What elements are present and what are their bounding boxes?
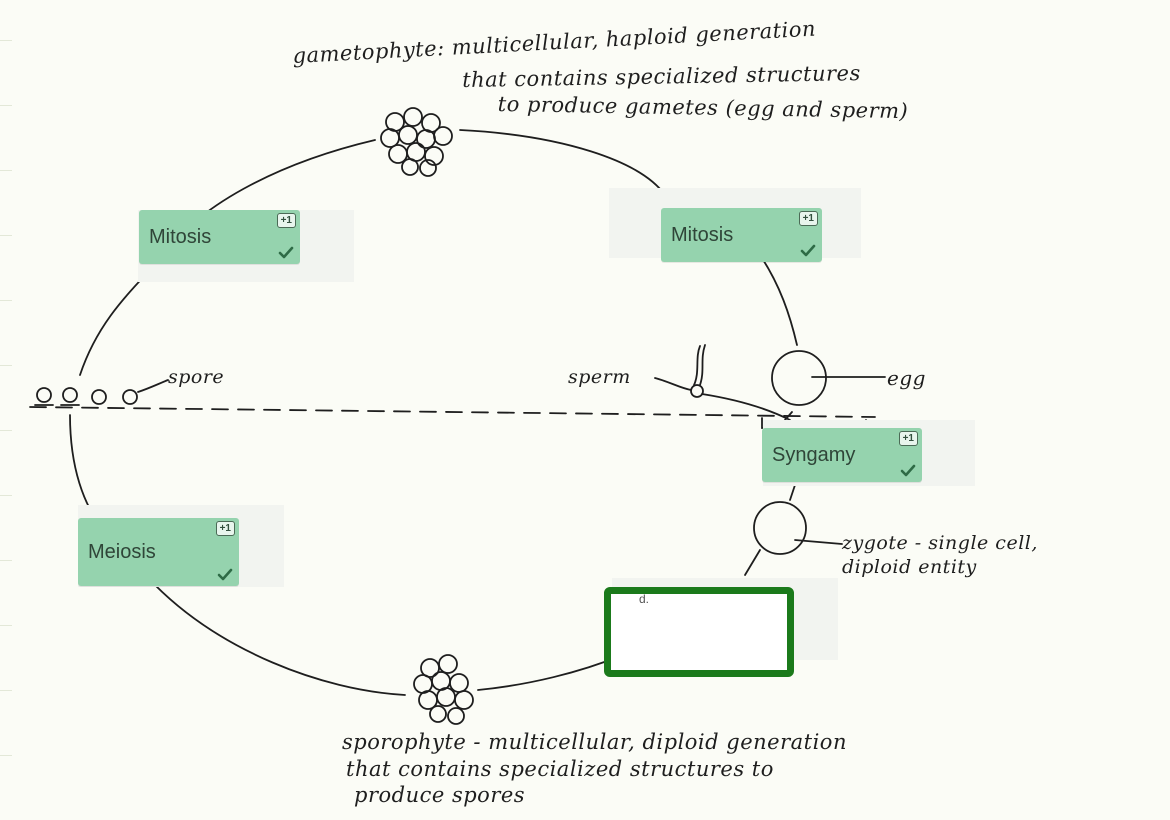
sporophyte-label-line2: that contains specialized structures to — [346, 757, 774, 781]
margin-rule — [0, 690, 12, 691]
answer-label: Syngamy — [772, 443, 856, 466]
sporophyte-cell-cluster — [413, 654, 474, 725]
margin-rule — [0, 495, 12, 496]
margin-rule — [0, 300, 12, 301]
drop-zone-fragment-text: d. — [639, 592, 650, 606]
cycle-arc-syngamy-zygote — [789, 484, 796, 501]
margin-rule — [0, 625, 12, 626]
points-badge: +1 — [898, 431, 918, 446]
margin-rule — [0, 560, 12, 561]
answer-syngamy[interactable]: Syngamy +1 — [762, 428, 922, 482]
check-icon — [900, 464, 916, 477]
points-badge: +1 — [798, 211, 818, 226]
zygote-label-line2: diploid entity — [842, 556, 977, 578]
cycle-arc-zygote-drop — [744, 549, 761, 576]
sporophyte-label-line3: produce spores — [354, 783, 526, 807]
answer-mitosis-left[interactable]: Mitosis +1 — [139, 210, 300, 264]
spore-label: spore — [168, 366, 225, 388]
points-badge: +1 — [276, 213, 296, 228]
sporophyte-label-line1: sporophyte - multicellular, diploid gene… — [342, 730, 847, 754]
margin-rule — [0, 170, 12, 171]
points-badge: +1 — [215, 521, 235, 536]
empty-drop-zone-highlight[interactable]: d. — [604, 587, 794, 677]
answer-label: Mitosis — [149, 225, 212, 248]
spore-dot — [62, 387, 78, 403]
zygote-cell — [753, 501, 807, 555]
margin-rule — [0, 105, 12, 106]
answer-label: Meiosis — [88, 540, 156, 563]
check-icon — [278, 246, 294, 259]
answer-label: Mitosis — [671, 223, 734, 246]
sperm-label: sperm — [568, 366, 631, 388]
egg-cell — [771, 350, 827, 406]
spore-pointer — [137, 379, 169, 393]
zygote-pointer — [794, 539, 843, 545]
zygote-label-line1: zygote - single cell, — [842, 532, 1038, 554]
cycle-arc-top-right — [459, 129, 666, 196]
sperm-to-egg-path — [701, 393, 793, 421]
margin-rule — [0, 430, 12, 431]
margin-rule — [0, 365, 12, 366]
spore-dot — [122, 389, 138, 405]
answer-meiosis[interactable]: Meiosis +1 — [78, 518, 239, 586]
sperm-cell — [690, 384, 704, 398]
egg-label: egg — [887, 366, 926, 390]
sperm-tail — [693, 344, 706, 386]
margin-rule — [0, 235, 12, 236]
check-icon — [800, 244, 816, 257]
spore-dot — [36, 387, 52, 403]
check-icon — [217, 568, 233, 581]
gametophyte-cell-cluster — [380, 107, 453, 177]
spore-dot — [91, 389, 107, 405]
haploid-diploid-dashed-line — [29, 406, 876, 418]
margin-rule — [0, 755, 12, 756]
cycle-arc-bottom-left — [154, 584, 406, 696]
cycle-arc-right-upper — [759, 254, 798, 346]
sperm-pointer — [654, 377, 692, 391]
answer-mitosis-right[interactable]: Mitosis +1 — [661, 208, 822, 262]
margin-rule — [0, 40, 12, 41]
